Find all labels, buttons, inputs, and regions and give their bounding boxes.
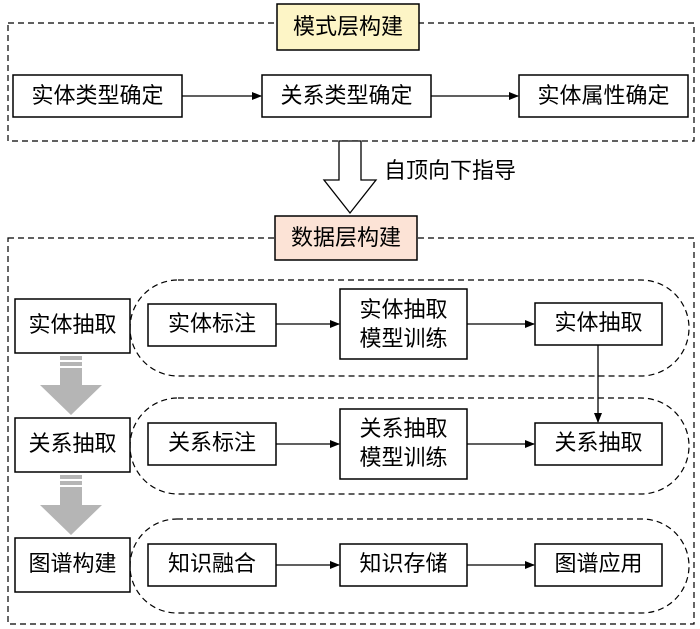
step-knowledge-fusion — [147, 543, 277, 587]
schema-node-entity-attribute — [518, 74, 689, 118]
step-knowledge-storage-label: 知识存储 — [359, 552, 447, 577]
step-graph-application — [534, 543, 663, 587]
stage-entity-extraction-label: 实体抽取 — [28, 313, 116, 338]
step-knowledge-storage — [339, 543, 468, 587]
schema-node-entity-type-label: 实体类型确定 — [31, 84, 163, 109]
data-layer-title-box — [274, 215, 418, 261]
stage-graph-construction — [14, 537, 131, 593]
gray-down-arrow-1 — [40, 356, 102, 415]
step-relation-model-training — [339, 408, 468, 480]
schema-node-entity-attribute-label: 实体属性确定 — [537, 84, 669, 109]
step-relation-annotation-label: 关系标注 — [168, 431, 256, 456]
step-entity-extraction-result-label: 实体抽取 — [554, 311, 642, 336]
top-down-guidance-arrow — [322, 140, 378, 215]
step-graph-application-label: 图谱应用 — [554, 552, 642, 577]
step-entity-model-training-line2: 模型训练 — [359, 327, 447, 352]
step-relation-model-training-line2: 模型训练 — [359, 446, 447, 471]
schema-node-entity-type — [12, 74, 183, 118]
step-entity-model-training — [339, 288, 468, 360]
schema-node-relation-type-label: 关系类型确定 — [280, 84, 412, 109]
step-relation-annotation — [147, 422, 277, 466]
stage-relation-extraction-label: 关系抽取 — [28, 432, 116, 457]
step-relation-extraction-result-label: 关系抽取 — [554, 431, 642, 456]
data-layer-title: 数据层构建 — [291, 226, 401, 251]
top-down-guidance-label: 自顶向下指导 — [384, 159, 516, 184]
gray-down-arrow-2 — [40, 475, 102, 535]
stage-relation-extraction — [14, 417, 131, 473]
stage-graph-construction-label: 图谱构建 — [28, 552, 116, 577]
step-entity-extraction-result — [534, 302, 663, 346]
schema-layer-title-box — [276, 3, 420, 51]
stage-entity-extraction — [14, 298, 131, 354]
step-knowledge-fusion-label: 知识融合 — [168, 552, 256, 577]
step-entity-model-training-line1: 实体抽取 — [359, 298, 447, 323]
step-entity-annotation — [147, 303, 277, 347]
step-relation-model-training-line1: 关系抽取 — [359, 417, 447, 442]
schema-layer-title: 模式层构建 — [293, 15, 403, 40]
step-relation-extraction-result — [534, 422, 663, 466]
schema-node-relation-type — [261, 74, 432, 118]
step-entity-annotation-label: 实体标注 — [168, 312, 256, 337]
